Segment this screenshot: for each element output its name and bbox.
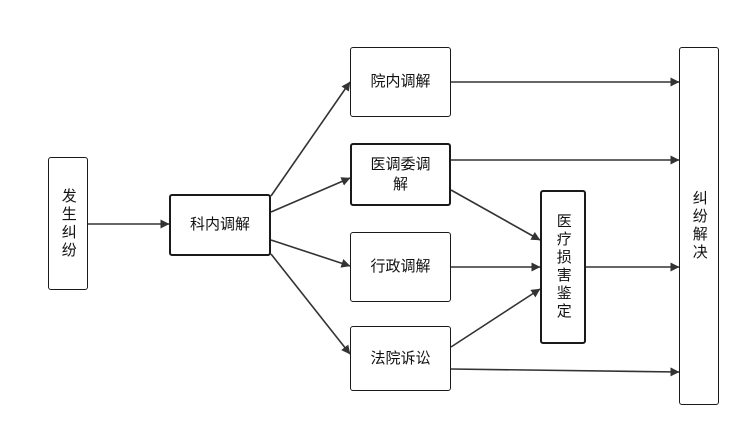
node-medical-mediation-committee-label: 医调委调解 — [370, 155, 431, 193]
node-hospital-mediation: 院内调解 — [350, 47, 451, 117]
node-dept-mediation: 科内调解 — [169, 194, 271, 256]
node-administrative-mediation: 行政调解 — [350, 232, 451, 302]
edge-court-to-resolution — [450, 367, 680, 377]
node-court-litigation-label: 法院诉讼 — [370, 348, 431, 367]
edge-court-to-appraisal — [450, 288, 541, 348]
node-hospital-mediation-label: 院内调解 — [370, 72, 431, 91]
edge-dept-to-committee — [270, 177, 351, 213]
node-medical-damage-appraisal-label: 医疗损害鉴定 — [554, 213, 573, 321]
node-court-litigation: 法院诉讼 — [350, 326, 451, 391]
node-dispute-resolution: 纠纷解决 — [679, 47, 719, 405]
node-medical-mediation-committee: 医调委调解 — [350, 143, 451, 206]
node-administrative-mediation-label: 行政调解 — [370, 257, 431, 276]
node-dispute-resolution-label: 纠纷解决 — [690, 190, 709, 262]
edge-dept-to-administrative — [270, 239, 351, 268]
edge-dept-to-hospital — [270, 81, 351, 197]
edge-committee-to-appraisal — [450, 189, 541, 241]
edge-dept-to-court — [270, 253, 351, 355]
node-dispute-occurs: 发生纠纷 — [48, 157, 88, 290]
node-dept-mediation-label: 科内调解 — [189, 215, 250, 234]
node-dispute-occurs-label: 发生纠纷 — [59, 187, 78, 260]
node-medical-damage-appraisal: 医疗损害鉴定 — [540, 190, 586, 344]
